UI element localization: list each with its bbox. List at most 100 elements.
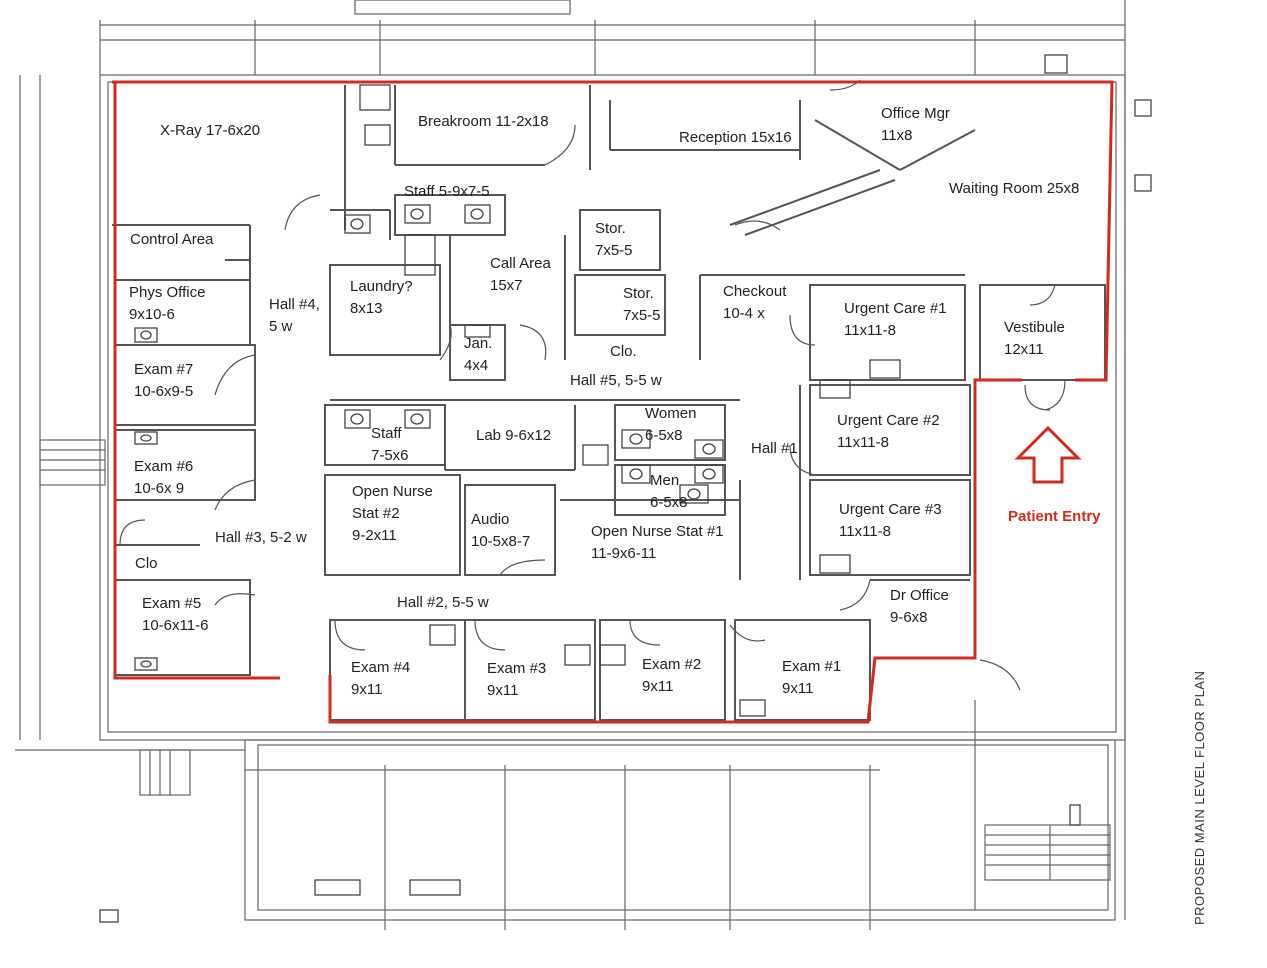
- room-name: Women: [645, 405, 697, 422]
- room-name: Stor.: [595, 220, 626, 237]
- room-size: 7-5x6: [371, 447, 409, 464]
- room-name: Exam #6: [134, 458, 194, 475]
- room-size: 9x11: [642, 678, 674, 695]
- room-label-hall1: Hall #1: [751, 438, 798, 460]
- room-label-staff2: Staff 7-5x6: [371, 423, 409, 467]
- project-boundary: [112, 80, 1114, 724]
- room-size: 10-5x8-7: [471, 533, 531, 550]
- room-name: Office Mgr: [881, 105, 950, 122]
- room-name: Urgent Care #2: [837, 412, 940, 429]
- room-label-reception: Reception 15x16: [679, 127, 792, 149]
- room-name: Checkout: [723, 283, 787, 300]
- room-name: Exam #1: [782, 658, 842, 675]
- room-size: 10-6x 9: [134, 480, 185, 497]
- room-label-exam2: Exam #2 9x11: [642, 654, 701, 698]
- room-name: Control Area: [130, 231, 214, 248]
- room-size: 12x11: [1004, 341, 1044, 358]
- room-label-hall5: Hall #5, 5-5 w: [570, 370, 662, 392]
- room-name: Exam #2: [642, 656, 702, 673]
- room-label-hall4: Hall #4, 5 w: [269, 294, 320, 338]
- room-size: 7x5-5: [623, 307, 661, 324]
- room-size: 4x4: [464, 357, 489, 374]
- room-size: 9x11: [782, 680, 814, 697]
- room-size: 7x5-5: [595, 242, 633, 259]
- room-label-vestibule: Vestibule 12x11: [1004, 317, 1065, 361]
- entry-arrow-icon: [1014, 425, 1082, 484]
- room-name: Reception 15x16: [679, 129, 792, 146]
- room-name: Waiting Room 25x8: [949, 180, 1080, 197]
- room-name: Audio: [471, 511, 510, 528]
- room-name: Hall #2, 5-5 w: [397, 594, 489, 611]
- room-size: 5 w: [269, 318, 293, 335]
- room-size: 11x11-8: [837, 434, 889, 451]
- room-label-stor2: Stor. 7x5-5: [623, 283, 661, 327]
- room-name: Men: [650, 472, 680, 489]
- room-size: 10-6x11-6: [142, 617, 209, 634]
- room-label-men: Men 6-5x8: [650, 470, 688, 514]
- room-label-office-mgr: Office Mgr 11x8: [881, 103, 950, 147]
- room-name: Exam #7: [134, 361, 194, 378]
- room-label-exam4: Exam #4 9x11: [351, 657, 410, 701]
- room-label-clo2: Clo: [135, 553, 158, 575]
- room-label-audio: Audio 10-5x8-7: [471, 509, 530, 553]
- room-label-phys: Phys Office 9x10-6: [129, 282, 205, 326]
- room-size: 9-2x11: [352, 527, 397, 544]
- room-name: Urgent Care #1: [844, 300, 947, 317]
- room-size: 11x11-8: [839, 523, 891, 540]
- room-name: Stor.: [623, 285, 654, 302]
- room-name: Hall #4,: [269, 296, 320, 313]
- room-name: Exam #4: [351, 659, 411, 676]
- room-label-xray: X-Ray 17-6x20: [160, 120, 260, 142]
- room-name: Vestibule: [1004, 319, 1065, 336]
- room-name-2: Stat #2: [352, 505, 400, 522]
- room-size: 8x13: [350, 300, 383, 317]
- room-size: 6-5x8: [650, 494, 688, 511]
- room-name: Staff: [371, 425, 402, 442]
- room-size: 9x10-6: [129, 306, 175, 323]
- door-swings: [119, 79, 1066, 691]
- room-size: 9x11: [487, 682, 519, 699]
- room-name: Open Nurse: [352, 483, 433, 500]
- room-name: Urgent Care #3: [839, 501, 942, 518]
- room-name: Exam #3: [487, 660, 547, 677]
- room-label-exam6: Exam #6 10-6x 9: [134, 456, 193, 500]
- room-label-clo1: Clo.: [610, 341, 637, 363]
- room-label-laundry: Laundry? 8x13: [350, 276, 413, 320]
- patient-entry-label: Patient Entry: [1008, 508, 1101, 525]
- room-label-uc3: Urgent Care #3 11x11-8: [839, 499, 942, 543]
- room-size: 10-6x9-5: [134, 383, 194, 400]
- room-size: 15x7: [490, 277, 523, 294]
- room-label-exam5: Exam #5 10-6x11-6: [142, 593, 208, 637]
- room-name: Lab 9-6x12: [476, 427, 552, 444]
- room-name: Jan.: [464, 335, 493, 352]
- room-name: Open Nurse Stat #1: [591, 523, 724, 540]
- room-name: Hall #5, 5-5 w: [570, 372, 662, 389]
- room-name: Breakroom 11-2x18: [418, 113, 549, 130]
- plan-title: PROPOSED MAIN LEVEL FLOOR PLAN: [1192, 670, 1207, 925]
- room-name: X-Ray 17-6x20: [160, 122, 261, 139]
- room-label-women: Women 6-5x8: [645, 403, 696, 447]
- room-label-hall2: Hall #2, 5-5 w: [397, 592, 489, 614]
- room-size: 9x11: [351, 681, 383, 698]
- room-size: 11x8: [881, 127, 913, 144]
- room-name: Exam #5: [142, 595, 202, 612]
- room-label-uc2: Urgent Care #2 11x11-8: [837, 410, 940, 454]
- room-size: 6-5x8: [645, 427, 683, 444]
- room-name: Phys Office: [129, 284, 206, 301]
- room-label-breakroom: Breakroom 11-2x18: [418, 111, 549, 133]
- room-name: Staff 5-9x7-5: [404, 183, 490, 200]
- room-name: Hall #1: [751, 440, 798, 457]
- room-label-staff1: Staff 5-9x7-5: [404, 181, 490, 203]
- room-label-control: Control Area: [130, 229, 213, 251]
- room-name: Clo.: [610, 343, 637, 360]
- room-name: Dr Office: [890, 587, 949, 604]
- room-label-exam7: Exam #7 10-6x9-5: [134, 359, 193, 403]
- room-name: Laundry?: [350, 278, 413, 295]
